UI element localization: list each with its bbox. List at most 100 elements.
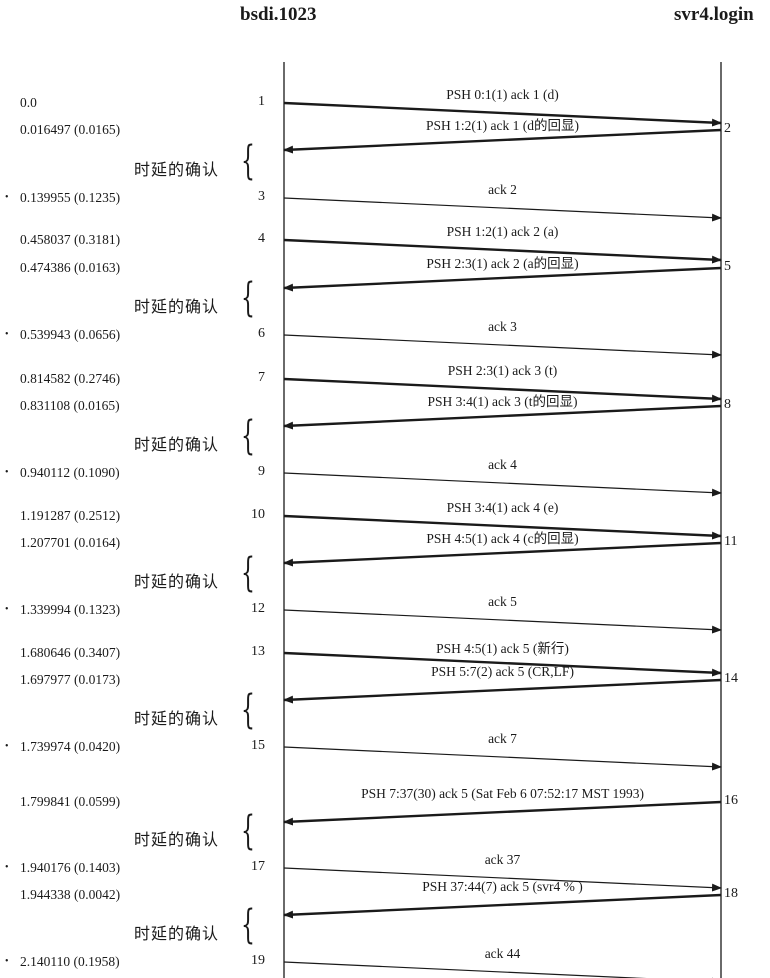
segment-label: PSH 1:2(1) ack 1 (d的回显) — [426, 118, 579, 133]
delayed-ack-label: 时延的确认 — [134, 297, 220, 316]
brace-mark: { — [241, 687, 255, 733]
delayed-ack-label: 时延的确认 — [134, 435, 220, 454]
time-label: 1.207701 (0.0164) — [20, 535, 121, 550]
delayed-ack-label: 时延的确认 — [134, 160, 220, 179]
bullet-mark: • — [5, 604, 9, 615]
segment-arrow — [283, 609, 722, 634]
segment-number: 3 — [258, 189, 265, 204]
time-label: 1.799841 (0.0599) — [20, 794, 121, 809]
segment-arrow — [283, 197, 722, 222]
segment-arrow — [283, 514, 722, 540]
segment-arrow — [283, 404, 722, 430]
segment-label: PSH 5:7(2) ack 5 (CR,LF) — [431, 664, 574, 679]
segment-label: PSH 4:5(1) ack 4 (c的回显) — [426, 531, 579, 546]
delayed-ack-label: 时延的确认 — [134, 572, 220, 591]
right-host-label: svr4.login — [674, 4, 754, 25]
time-label: 1.739974 (0.0420) — [20, 739, 121, 754]
time-label: 0.539943 (0.0656) — [20, 327, 121, 342]
segment-number: 9 — [258, 464, 265, 479]
delayed-ack-label: 时延的确认 — [134, 709, 220, 728]
time-label: 1.191287 (0.2512) — [20, 508, 121, 523]
segment-arrow — [283, 334, 722, 359]
segment-arrow — [283, 746, 722, 771]
brace-mark: { — [241, 138, 255, 184]
segment-arrow — [283, 651, 722, 677]
bullet-mark: • — [5, 329, 9, 340]
segment-arrow — [283, 678, 722, 704]
segment-number: 7 — [258, 370, 265, 385]
segment-arrow — [283, 867, 722, 892]
segment-label: PSH 3:4(1) ack 4 (e) — [446, 500, 559, 515]
time-label: 0.814582 (0.2746) — [20, 371, 121, 386]
segment-number: 13 — [251, 644, 265, 659]
segment-number: 16 — [724, 793, 738, 808]
brace-mark: { — [241, 275, 255, 321]
bullet-mark: • — [5, 862, 9, 873]
bullet-mark: • — [5, 467, 9, 478]
segment-label: ack 37 — [484, 852, 521, 867]
segment-label: ack 2 — [488, 182, 517, 197]
time-label: 0.474386 (0.0163) — [20, 260, 121, 275]
segment-number: 10 — [251, 507, 265, 522]
time-label: 0.0 — [20, 95, 37, 110]
bullet-mark: • — [5, 741, 9, 752]
time-label: 0.016497 (0.0165) — [20, 122, 121, 137]
segment-arrow — [283, 377, 722, 403]
segment-number: 8 — [724, 397, 731, 412]
time-label: 0.139955 (0.1235) — [20, 190, 121, 205]
brace-mark: { — [241, 550, 255, 596]
segment-label: ack 5 — [488, 594, 517, 609]
segment-label: PSH 37:44(7) ack 5 (svr4 % ) — [422, 879, 583, 894]
segment-label: PSH 2:3(1) ack 3 (t) — [447, 363, 558, 378]
segment-arrow — [283, 472, 722, 497]
segment-label: ack 44 — [484, 946, 521, 961]
segment-label: ack 4 — [488, 457, 517, 472]
time-label: 0.458037 (0.3181) — [20, 232, 121, 247]
segment-arrow — [283, 541, 722, 567]
segment-arrows — [283, 101, 722, 978]
time-label: 2.140110 (0.1958) — [20, 954, 120, 969]
segment-number: 5 — [724, 259, 731, 274]
segment-label: PSH 0:1(1) ack 1 (d) — [446, 87, 559, 102]
left-host-label: bsdi.1023 — [240, 4, 317, 25]
delayed-ack-label: 时延的确认 — [134, 924, 220, 943]
segment-label: PSH 4:5(1) ack 5 (新行) — [436, 641, 569, 656]
segment-number: 15 — [251, 738, 265, 753]
delayed-ack-label: 时延的确认 — [134, 830, 220, 849]
segment-number: 4 — [258, 231, 265, 246]
segment-number: 18 — [724, 886, 738, 901]
time-label: 1.697977 (0.0173) — [20, 672, 121, 687]
segment-number: 11 — [724, 534, 738, 549]
bullet-mark: • — [5, 192, 9, 203]
segment-number: 17 — [251, 859, 265, 874]
segment-number: 6 — [258, 326, 265, 341]
time-label: 1.944338 (0.0042) — [20, 887, 121, 902]
time-label: 1.940176 (0.1403) — [20, 860, 121, 875]
segment-number: 12 — [251, 601, 265, 616]
segment-label: ack 3 — [488, 319, 517, 334]
segment-arrow — [283, 128, 722, 154]
segment-arrow — [283, 961, 722, 978]
brace-mark: { — [241, 902, 255, 948]
segment-number: 1 — [258, 94, 265, 109]
time-label: 0.940112 (0.1090) — [20, 465, 120, 480]
segment-label: ack 7 — [488, 731, 517, 746]
time-label: 0.831108 (0.0165) — [20, 398, 120, 413]
brace-mark: { — [241, 808, 255, 854]
segment-arrow — [283, 893, 722, 919]
segment-arrow — [283, 266, 722, 292]
time-label: 1.339994 (0.1323) — [20, 602, 121, 617]
segment-label: PSH 3:4(1) ack 3 (t的回显) — [427, 394, 578, 409]
segment-number: 19 — [251, 953, 265, 968]
time-label: 1.680646 (0.3407) — [20, 645, 121, 660]
segment-number: 2 — [724, 121, 731, 136]
segment-number: 14 — [724, 671, 738, 686]
brace-mark: { — [241, 413, 255, 459]
segment-arrow — [283, 800, 722, 826]
bullet-mark: • — [5, 956, 9, 967]
segment-arrow — [283, 101, 722, 127]
segment-label: PSH 1:2(1) ack 2 (a) — [446, 224, 559, 239]
segment-label: PSH 7:37(30) ack 5 (Sat Feb 6 07:52:17 M… — [361, 786, 644, 801]
segment-label: PSH 2:3(1) ack 2 (a的回显) — [426, 256, 579, 271]
